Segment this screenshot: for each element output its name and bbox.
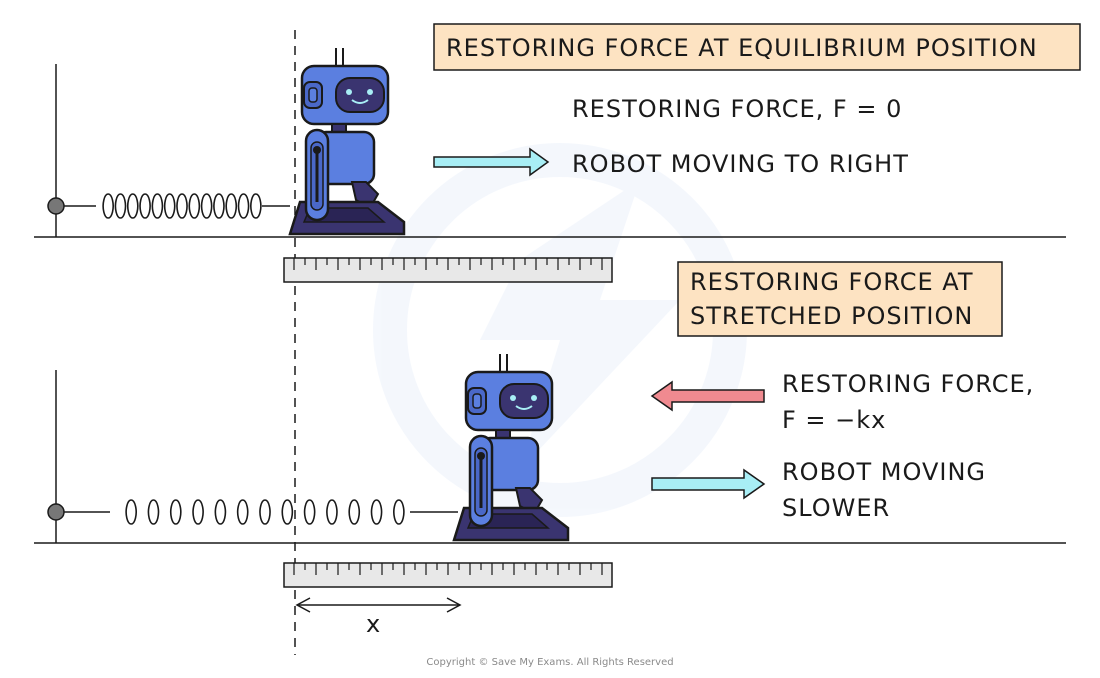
spring-anchor-bottom	[47, 503, 65, 521]
equilibrium-panel: RESTORING FORCE AT EQUILIBRIUM POSITION …	[34, 23, 1081, 283]
spring-anchor-top	[47, 197, 65, 215]
robot-top	[288, 46, 406, 236]
title-box-equilibrium	[433, 23, 1081, 71]
title-box-stretched	[677, 261, 1003, 337]
copyright-text: Copyright © Save My Exams. All Rights Re…	[426, 657, 673, 668]
stretched-panel: RESTORING FORCE AT STRETCHED POSITION RE…	[34, 261, 1066, 638]
motion-arrow-right-bottom	[651, 468, 766, 500]
restoring-force-arrow-left	[650, 380, 765, 412]
title-equilibrium: RESTORING FORCE AT EQUILIBRIUM POSITION	[446, 34, 1038, 62]
spring-stretched	[64, 499, 458, 525]
force-label-equilibrium: RESTORING FORCE, F = 0	[572, 95, 902, 123]
title-stretched-line2: STRETCHED POSITION	[690, 302, 973, 330]
spring-compressed	[64, 193, 290, 219]
motion-label-top: ROBOT MOVING TO RIGHT	[572, 150, 909, 178]
force-label-stretched-line2: F = −kx	[782, 406, 886, 434]
motion-label-bottom-line2: SLOWER	[782, 494, 890, 522]
ruler-bottom	[283, 562, 613, 588]
ruler-top	[283, 257, 613, 283]
title-stretched-line1: RESTORING FORCE AT	[690, 268, 974, 296]
motion-label-bottom-line1: ROBOT MOVING	[782, 458, 986, 486]
motion-arrow-right-top	[433, 147, 550, 177]
displacement-arrow	[295, 597, 462, 613]
force-label-stretched-line1: RESTORING FORCE,	[782, 370, 1034, 398]
displacement-label: x	[366, 610, 381, 638]
